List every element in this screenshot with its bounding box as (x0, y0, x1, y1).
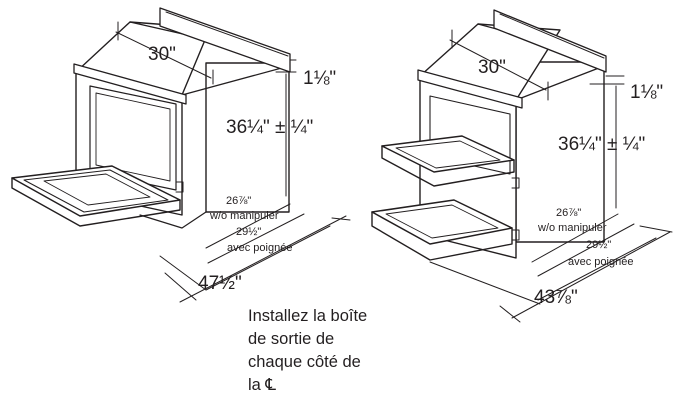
left-depth-handle-label: 29½" (236, 226, 261, 238)
left-depth-handle-note: avec poignée (227, 242, 292, 254)
outlet-note-line-4: la ℄ (248, 376, 277, 394)
right-top-offset-label: 1⅛" (630, 82, 663, 103)
right-overall-depth-label: 43⅞" (534, 287, 578, 308)
right-height-label: 36¼" ± ¼" (558, 134, 645, 155)
outlet-box-note: Installez la boîte de sortie de chaque c… (248, 305, 367, 397)
left-oven-illustration (11, 7, 291, 229)
left-width-label: 30" (148, 44, 176, 65)
outlet-note-line-2: de sortie de (248, 330, 335, 348)
right-dimension-labels: 30" 1⅛" 36¼" ± ¼" 26⅞" w/o manipuler 29½… (478, 57, 663, 308)
right-depth-no-handle-note: w/o manipuler (537, 222, 607, 234)
outlet-note-line-1: Installez la boîte (248, 307, 368, 325)
right-depth-handle-note: avec poignée (568, 256, 633, 268)
left-depth-no-handle-label: 26⅞" (226, 195, 251, 207)
left-overall-depth-label: 47½" (198, 273, 242, 294)
left-dimension-lines (115, 21, 351, 303)
left-top-offset-label: 1⅛" (303, 68, 336, 89)
right-depth-no-handle-label: 26⅞" (556, 207, 581, 219)
left-height-label: 36¼" ± ¼" (226, 117, 313, 138)
right-width-label: 30" (478, 57, 506, 78)
right-oven-illustration (371, 9, 607, 261)
outlet-note-line-3: chaque côté de (248, 353, 361, 371)
left-dimension-labels: 30" 1⅛" 36¼" ± ¼" 26⅞" w/o manipuler 29½… (148, 44, 336, 294)
right-depth-handle-label: 29½" (586, 239, 611, 251)
right-dimension-lines (429, 29, 673, 323)
left-depth-no-handle-note: w/o manipuler (209, 210, 279, 222)
